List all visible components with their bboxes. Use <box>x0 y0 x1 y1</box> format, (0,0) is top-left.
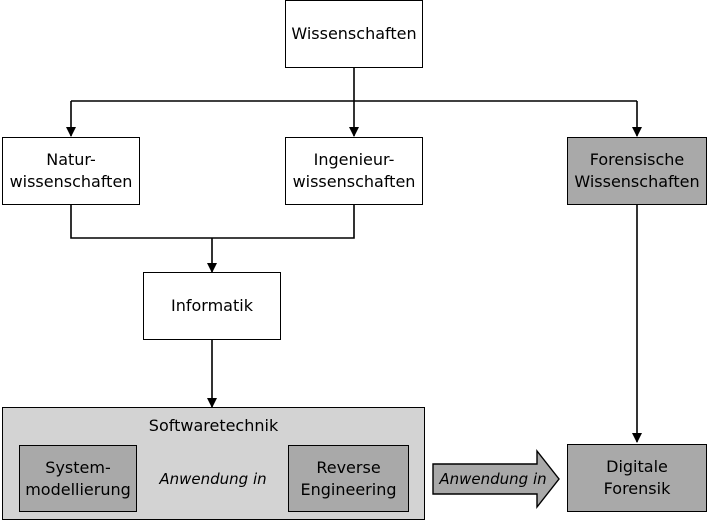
node-natur-line1: Natur- <box>46 150 96 169</box>
node-ingenieur-line1: Ingenieur- <box>313 150 395 169</box>
node-system-line2: modellierung <box>25 479 131 499</box>
node-informatik-label: Informatik <box>171 296 253 315</box>
node-digitale-line2: Forensik <box>603 479 671 498</box>
group-softwaretechnik-title: Softwaretechnik <box>148 416 279 435</box>
node-forensische-wissenschaften: Forensische Wissenschaften <box>567 137 707 205</box>
node-wissenschaften: Wissenschaften <box>285 0 423 68</box>
node-ingenieur-line2: wissenschaften <box>292 172 416 191</box>
block-arrow-inner-label: Anwendung in <box>159 470 267 488</box>
node-digitale-line1: Digitale <box>606 457 668 476</box>
edge-natur-ingenieur-merge <box>70 205 355 239</box>
node-systemmodellierung: System- modellierung <box>19 445 137 512</box>
node-informatik: Informatik <box>143 272 281 340</box>
node-digitale-forensik: Digitale Forensik <box>567 444 707 512</box>
node-forensische-line2: Wissenschaften <box>574 172 700 191</box>
node-naturwissenschaften: Natur- wissenschaften <box>2 137 140 205</box>
node-ingenieurwissenschaften: Ingenieur- wissenschaften <box>285 137 423 205</box>
node-natur-line2: wissenschaften <box>9 172 133 191</box>
node-reverse-line1: Reverse <box>316 457 381 477</box>
block-arrow-outer <box>432 448 560 510</box>
node-reverse-engineering: Reverse Engineering <box>288 445 409 512</box>
block-arrow-outer-label: Anwendung in <box>439 470 547 488</box>
node-reverse-line2: Engineering <box>300 479 397 499</box>
node-forensische-line1: Forensische <box>589 150 685 169</box>
node-system-line1: System- <box>45 457 111 477</box>
node-wissenschaften-label: Wissenschaften <box>291 24 417 43</box>
